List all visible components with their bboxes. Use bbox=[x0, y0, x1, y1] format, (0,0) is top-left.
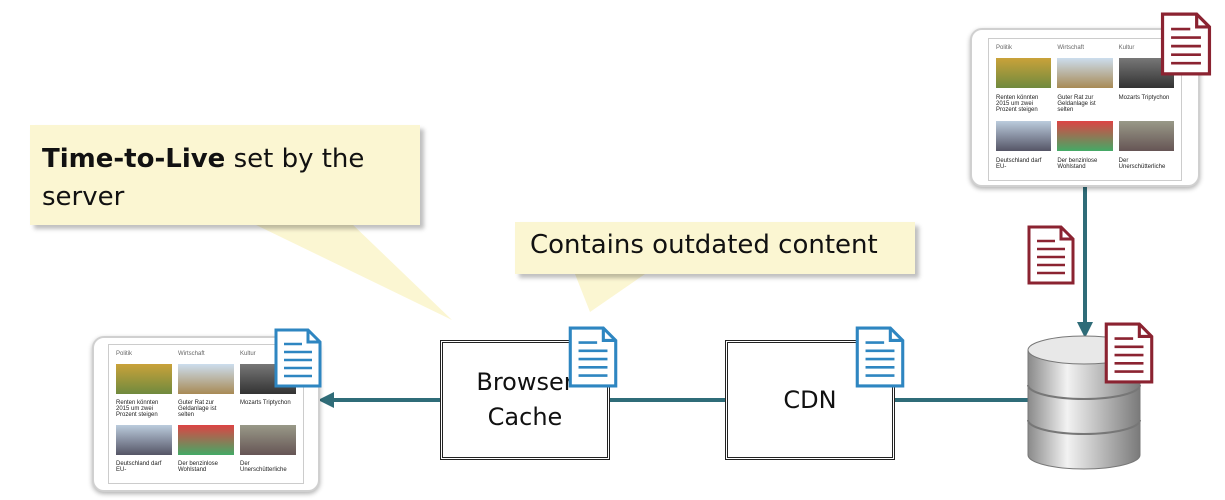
arrowhead-down bbox=[1077, 322, 1093, 338]
callout-outdated: Contains outdated content bbox=[515, 222, 915, 274]
arrowhead-left bbox=[318, 392, 334, 408]
server-tablet: Politik Wirtschaft Kultur Renten könnten 2… bbox=[970, 28, 1200, 187]
category-label: Kultur bbox=[240, 351, 256, 357]
document-icon bbox=[855, 326, 905, 388]
document-icon bbox=[1027, 225, 1075, 285]
headline: Renten könnten 2015 um zwei Prozent stei… bbox=[996, 95, 1039, 114]
category-label: Wirtschaft bbox=[1057, 45, 1084, 51]
category-label: Wirtschaft bbox=[178, 351, 205, 357]
callout-outdated-tail bbox=[575, 274, 645, 312]
headline: Guter Rat zur Geldanlage ist selten bbox=[1057, 95, 1096, 114]
headline: Deutschland darf EU- bbox=[116, 461, 162, 474]
ttl-text: set by the server bbox=[42, 144, 365, 212]
headline: Der benzinlose Wohlstand bbox=[1057, 157, 1098, 170]
document-icon bbox=[1160, 12, 1212, 76]
category-label: Politik bbox=[996, 45, 1013, 51]
category-label: Kultur bbox=[1118, 45, 1135, 51]
headline: Renten könnten 2015 um zwei Prozent stei… bbox=[116, 400, 159, 419]
headline: Der Unerschütterliche bbox=[240, 461, 287, 474]
document-icon bbox=[1104, 322, 1154, 384]
headline: Guter Rat zur Geldanlage ist selten bbox=[178, 400, 217, 419]
client-tablet: Politik Wirtschaft Kultur Renten könnten 2… bbox=[92, 336, 320, 492]
headline: Mozarts Triptychon bbox=[1118, 95, 1170, 102]
callout-ttl: Time-to-Live set by the server bbox=[30, 125, 420, 225]
category-label: Politik bbox=[116, 351, 133, 357]
headline: Deutschland darf EU- bbox=[996, 157, 1042, 170]
ttl-label: Time-to-Live bbox=[42, 144, 226, 174]
headline: Der Unerschütterliche bbox=[1118, 157, 1166, 170]
callout-ttl-tail bbox=[250, 222, 452, 320]
document-icon bbox=[568, 326, 618, 388]
headline: Mozarts Triptychon bbox=[240, 400, 291, 407]
document-icon bbox=[274, 328, 322, 388]
headline: Der benzinlose Wohlstand bbox=[178, 461, 219, 474]
